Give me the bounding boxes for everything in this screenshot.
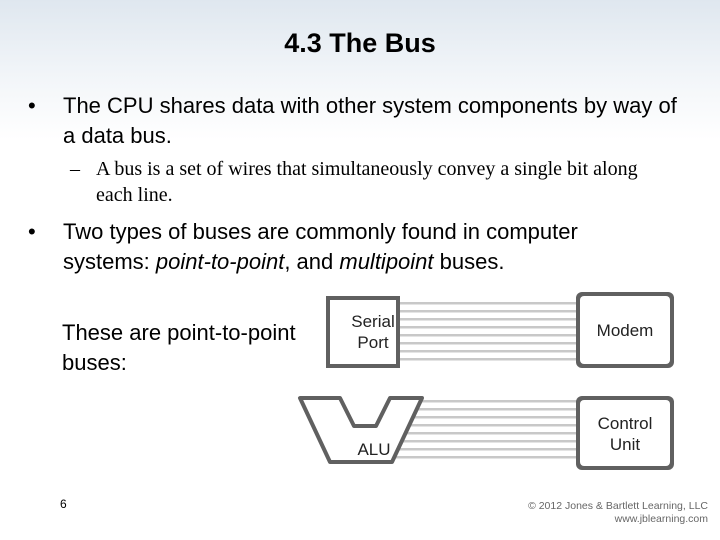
- bullet-text: The CPU shares data with other system co…: [63, 93, 677, 148]
- serial-port-label-line2: Port: [357, 333, 388, 352]
- sub-bullet-text: A bus is a set of wires that simultaneou…: [96, 158, 638, 206]
- term-multipoint: multipoint: [339, 249, 434, 274]
- copyright-notice: © 2012 Jones & Bartlett Learning, LLC ww…: [528, 500, 708, 526]
- bullet-marker: •: [28, 219, 36, 244]
- sub-bullet-marker: –: [70, 158, 80, 180]
- bullet-text: Two types of buses are commonly found in…: [63, 217, 703, 277]
- control-unit-label-line2: Unit: [610, 435, 641, 454]
- alu-label: ALU: [357, 440, 390, 459]
- serial-port-box: Serial Port: [326, 296, 400, 368]
- sub-bullet-bus-definition: – A bus is a set of wires that simultane…: [70, 156, 670, 212]
- page-number: 6: [60, 497, 67, 511]
- control-unit-box: Control Unit: [576, 396, 674, 470]
- control-unit-label-line1: Control: [598, 414, 653, 433]
- alu-shape: ALU: [298, 396, 424, 464]
- alu-control-bus: [390, 400, 578, 459]
- copyright-line2: www.jblearning.com: [614, 513, 708, 525]
- modem-box: Modem: [576, 292, 674, 368]
- copyright-line1: © 2012 Jones & Bartlett Learning, LLC: [528, 500, 708, 512]
- modem-label: Modem: [597, 321, 654, 340]
- slide-title: 4.3 The Bus: [284, 28, 436, 58]
- point-to-point-note: These are point-to-point buses:: [62, 320, 296, 375]
- serial-modem-bus: [400, 302, 578, 361]
- serial-port-label-line1: Serial: [351, 312, 394, 331]
- bullet-cpu-data-bus: • The CPU shares data with other system …: [28, 91, 688, 153]
- term-point-to-point: point-to-point: [155, 249, 285, 274]
- bullet-text-line1: Two types of buses are commonly found in…: [63, 219, 578, 244]
- bullet-marker: •: [28, 93, 36, 118]
- bullet-text-middle: , and: [284, 249, 340, 274]
- bullet-text-prefix: systems:: [63, 249, 156, 274]
- bullet-bus-types: • Two types of buses are commonly found …: [28, 217, 688, 279]
- bullet-text-suffix: buses.: [433, 249, 505, 274]
